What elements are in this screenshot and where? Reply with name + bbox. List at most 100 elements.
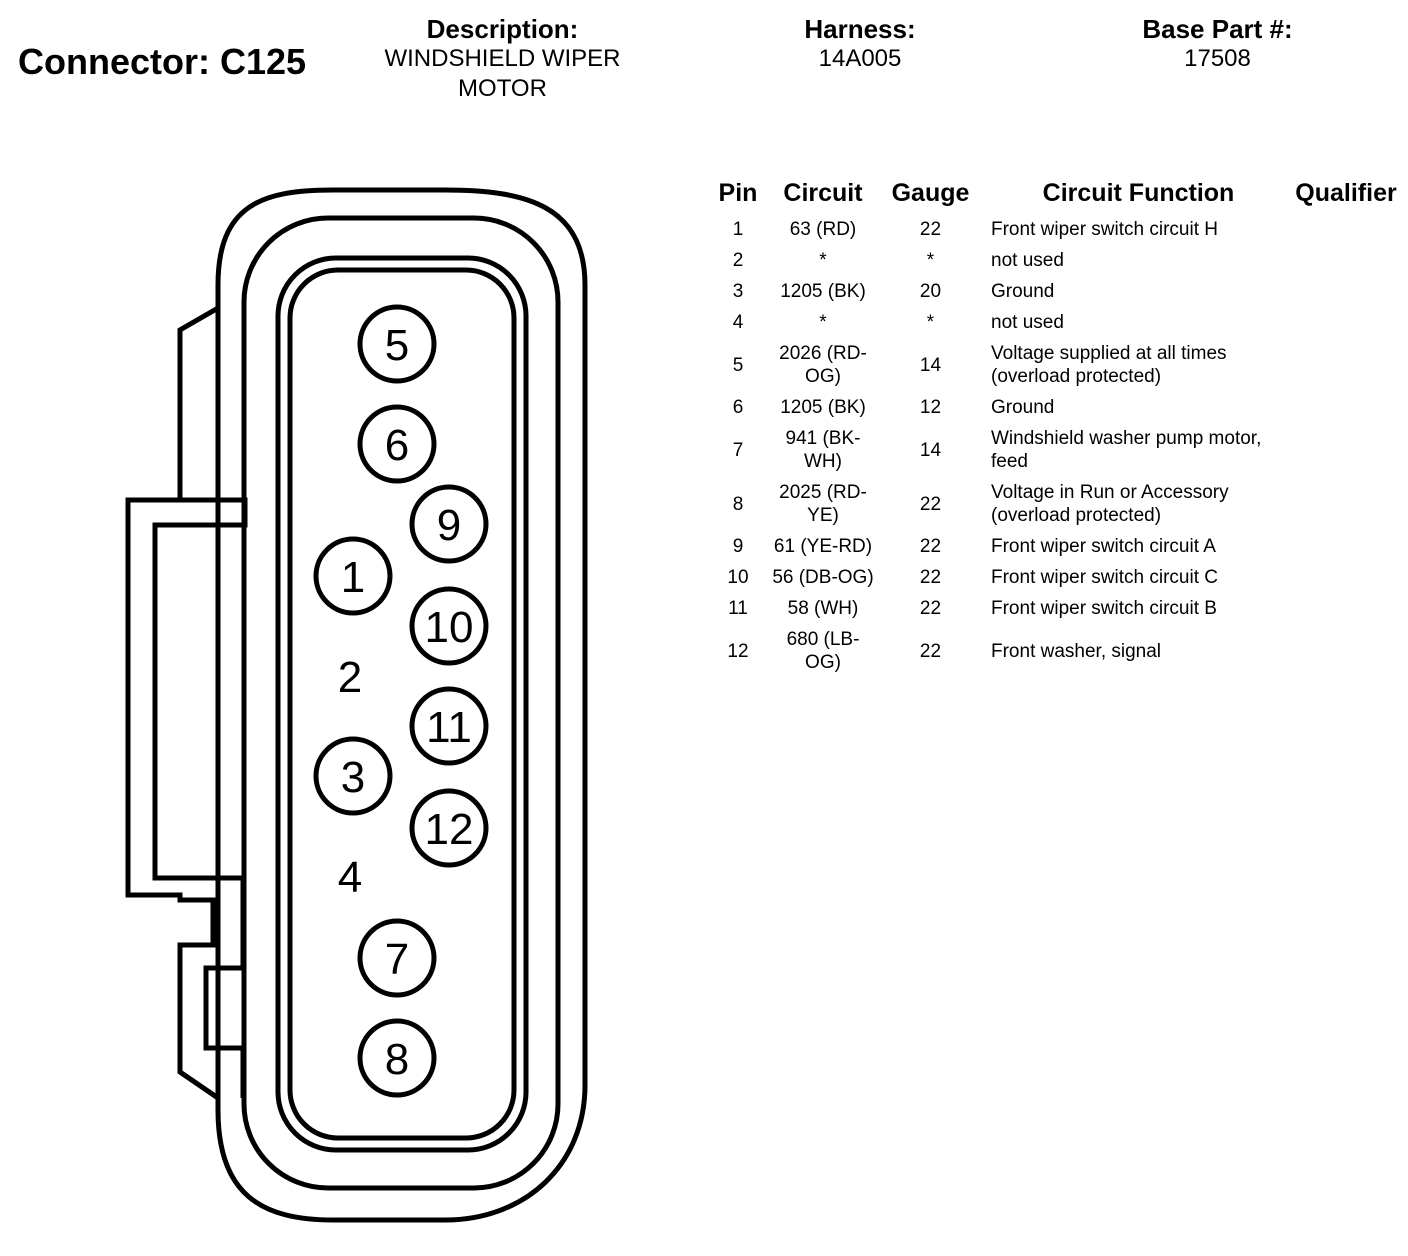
header-pin: Pin bbox=[718, 179, 758, 207]
pin-circle bbox=[409, 788, 489, 868]
pin-label: 4 bbox=[338, 853, 362, 902]
circuit-text: 680 (LB-OG) bbox=[786, 629, 860, 673]
circuit-function-cell: Front wiper switch circuit A bbox=[991, 536, 1216, 557]
gauge-cell: 22 bbox=[919, 598, 942, 619]
gauge-cell: 20 bbox=[919, 281, 942, 302]
gauge-cell: 22 bbox=[919, 536, 942, 557]
gauge-cell: * bbox=[926, 250, 935, 271]
pin-circle bbox=[409, 586, 489, 666]
connector-outer-housing bbox=[125, 187, 588, 1223]
pin-table-header-row: Pin Circuit Gauge Circuit Function Quali… bbox=[708, 178, 1406, 214]
pin-label: 10 bbox=[425, 603, 474, 652]
connector-cavity-outer bbox=[275, 255, 529, 1153]
harness-value: 14A005 bbox=[818, 45, 902, 72]
qualifier-cell bbox=[1286, 392, 1406, 423]
table-row: 4**not used bbox=[708, 307, 1406, 338]
pin-cell: 11 bbox=[728, 598, 748, 619]
harness-block: Harness: 14A005 bbox=[770, 14, 950, 74]
circuit-function-cell: Front wiper switch circuit B bbox=[991, 598, 1217, 619]
description-label: Description: bbox=[426, 14, 579, 44]
description-value: WINDSHIELD WIPER MOTOR bbox=[384, 45, 621, 102]
pin-3: 3 bbox=[313, 736, 393, 816]
pin-cell: 7 bbox=[732, 439, 744, 461]
base-part-value: 17508 bbox=[1184, 45, 1251, 72]
qualifier-cell bbox=[1286, 423, 1406, 477]
pin-circle bbox=[357, 304, 437, 384]
pin-8: 8 bbox=[357, 1018, 437, 1098]
circuit-function-cell: Voltage supplied at all times (overload … bbox=[991, 343, 1227, 387]
circuit-text: 61 (YE-RD) bbox=[773, 536, 873, 557]
gauge-cell: 14 bbox=[919, 354, 942, 376]
gauge-cell: 22 bbox=[919, 567, 942, 588]
pin-cell: 10 bbox=[727, 567, 749, 588]
pin-cell: 2 bbox=[732, 250, 744, 271]
gauge-cell: 22 bbox=[919, 640, 942, 662]
pin-label: 7 bbox=[385, 935, 409, 984]
pin-table: Pin Circuit Gauge Circuit Function Quali… bbox=[708, 178, 1406, 678]
pin-circle bbox=[357, 1018, 437, 1098]
qualifier-cell bbox=[1286, 562, 1406, 593]
gauge-cell: 22 bbox=[919, 219, 942, 240]
pin-label: 2 bbox=[338, 653, 362, 702]
qualifier-cell bbox=[1286, 531, 1406, 562]
circuit-text: * bbox=[819, 250, 827, 271]
circuit-cell: 56 (DB-OG) bbox=[768, 562, 878, 593]
qualifier-cell bbox=[1286, 477, 1406, 531]
pin-cell: 6 bbox=[732, 397, 744, 418]
circuit-function-cell: Front wiper switch circuit H bbox=[991, 219, 1218, 240]
circuit-cell: * bbox=[768, 245, 878, 276]
qualifier-cell bbox=[1286, 338, 1406, 392]
pin-label: 6 bbox=[385, 421, 409, 470]
pin-cell: 12 bbox=[727, 640, 749, 662]
description-block: Description: WINDSHIELD WIPER MOTOR bbox=[350, 14, 655, 104]
gauge-cell: 14 bbox=[919, 439, 942, 461]
pin-circle bbox=[357, 404, 437, 484]
pin-1: 1 bbox=[313, 536, 393, 616]
circuit-function-cell: Voltage in Run or Accessory (overload pr… bbox=[991, 482, 1229, 526]
circuit-text: 63 (RD) bbox=[789, 219, 857, 240]
pin-10: 10 bbox=[409, 586, 489, 666]
pin-label: 8 bbox=[385, 1035, 409, 1084]
circuit-cell: 1205 (BK) bbox=[768, 276, 878, 307]
table-row: 1 63 (RD) 22 Front wiper switch circuit H bbox=[708, 214, 1406, 245]
qualifier-cell bbox=[1286, 276, 1406, 307]
circuit-text: 2025 (RD-YE) bbox=[779, 482, 867, 526]
circuit-cell: 2026 (RD-OG) bbox=[768, 338, 878, 392]
pin-9: 9 bbox=[409, 484, 489, 564]
table-row: 2 * * not used bbox=[708, 245, 1406, 276]
pin-label: 9 bbox=[437, 501, 461, 550]
table-row: 9 61 (YE-RD) 22 Front wiper switch circuit … bbox=[708, 531, 1406, 562]
pin-11: 11 bbox=[409, 686, 489, 766]
circuit-cell: 680 (LB-OG) bbox=[768, 624, 878, 678]
base-part-block: Base Part #: 17508 bbox=[1110, 14, 1325, 74]
pin-cell: 9 bbox=[732, 536, 744, 557]
qualifier-cell bbox=[1286, 214, 1406, 245]
circuit-text: * bbox=[819, 312, 827, 333]
pin-circle bbox=[313, 736, 393, 816]
pin-label: 11 bbox=[426, 703, 472, 752]
circuit-cell: 63 (RD) bbox=[768, 214, 878, 245]
pin-4: 4 bbox=[338, 853, 362, 902]
qualifier-cell bbox=[1286, 624, 1406, 678]
pin-2: 2 bbox=[338, 653, 362, 702]
circuit-cell: 1205 (BK) bbox=[768, 392, 878, 423]
pin-12: 12 bbox=[409, 788, 489, 868]
pin-7: 7 bbox=[357, 918, 437, 998]
connector-second-wall bbox=[241, 215, 561, 1191]
circuit-function-cell: Front wiper switch circuit C bbox=[991, 567, 1218, 588]
gauge-cell: * bbox=[926, 312, 935, 333]
circuit-function-cell: not used bbox=[991, 250, 1064, 271]
circuit-function-cell: Windshield washer pump motor, feed bbox=[991, 428, 1262, 472]
header-circuit-function: Circuit Function bbox=[1042, 179, 1235, 207]
pin-cell: 4 bbox=[732, 312, 744, 333]
harness-label: Harness: bbox=[804, 14, 916, 44]
gauge-cell: 22 bbox=[919, 493, 942, 515]
pin-cell: 1 bbox=[732, 219, 744, 240]
table-row: 10 56 (DB-OG) 22 Front wiper switch circuit… bbox=[708, 562, 1406, 593]
